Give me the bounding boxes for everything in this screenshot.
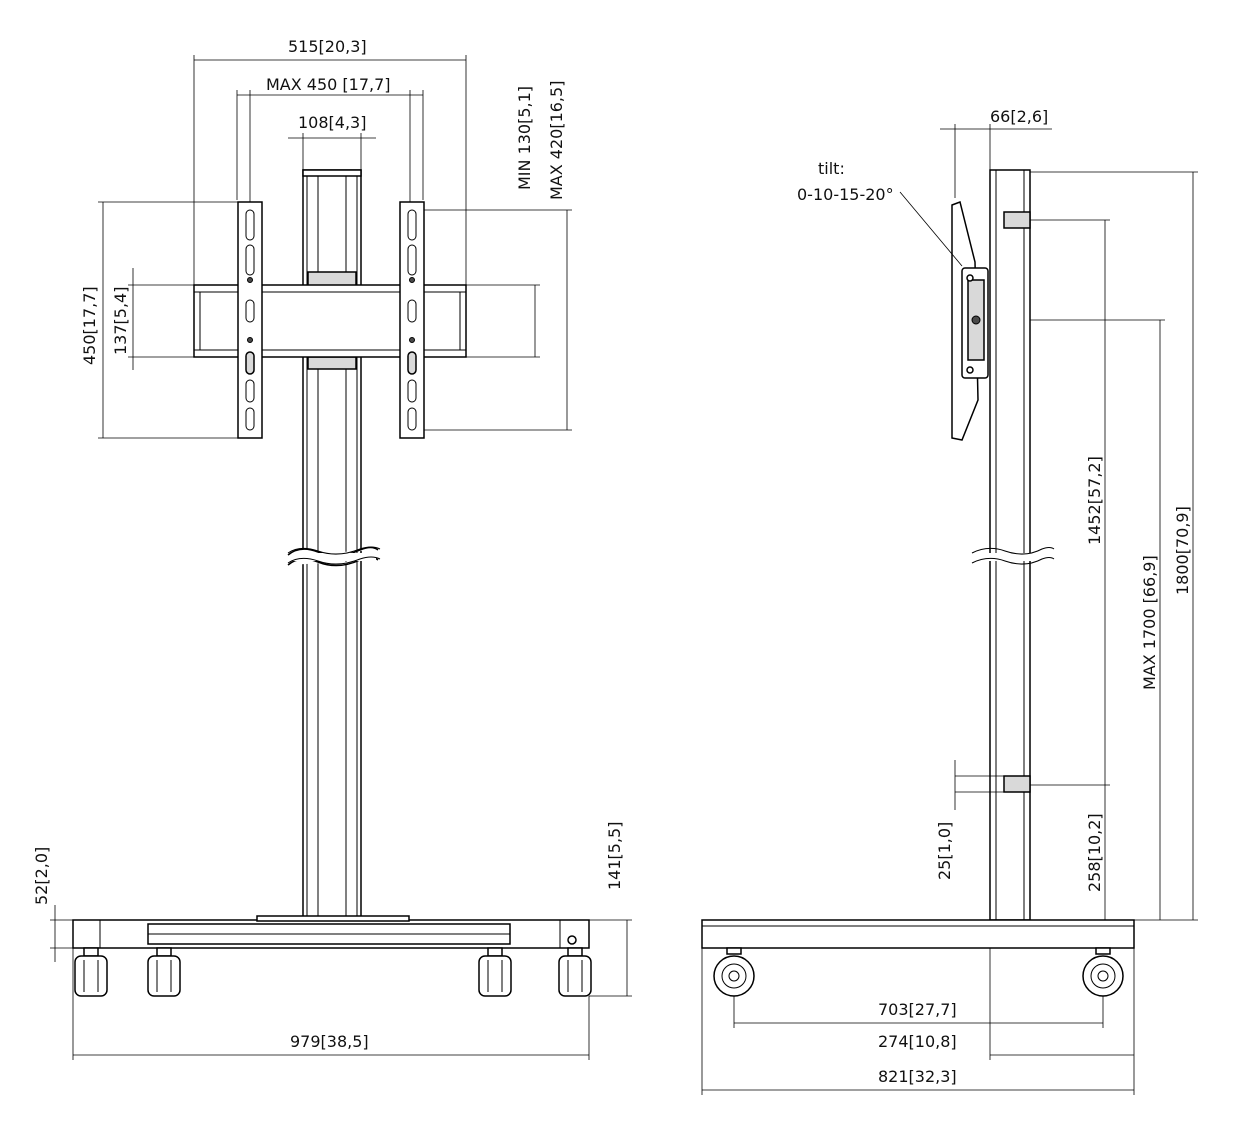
side-dimension-lines [701, 124, 1198, 1095]
front-right-bracket [399, 201, 425, 439]
label-450: 450[17,7] [80, 286, 99, 365]
label-979: 979[38,5] [290, 1032, 369, 1051]
label-1800: 1800[70,9] [1173, 506, 1192, 595]
label-max-1700: MAX 1700 [66,9] [1140, 555, 1159, 690]
front-caster-2 [147, 947, 181, 997]
side-column [971, 169, 1055, 921]
front-column [287, 169, 381, 921]
label-52: 52[2,0] [32, 847, 51, 905]
label-108: 108[4,3] [298, 113, 366, 132]
label-137: 137[5,4] [111, 287, 130, 355]
label-25: 25[1,0] [935, 822, 954, 880]
label-max-450: MAX 450 [17,7] [266, 75, 391, 94]
side-tilt-bracket [951, 201, 989, 441]
label-66: 66[2,6] [990, 107, 1048, 126]
side-view: 66[2,6] tilt: 0-10-15-20° 1452[57,2] MAX… [701, 107, 1198, 1095]
label-min-130: MIN 130[5,1] [515, 86, 534, 190]
front-caster-3 [478, 947, 512, 997]
front-base [72, 915, 590, 949]
front-view: 515[20,3] MAX 450 [17,7] 108[4,3] MAX 42… [32, 37, 632, 1060]
label-141: 141[5,5] [605, 822, 624, 890]
label-274: 274[10,8] [878, 1032, 957, 1051]
side-wheel-front [713, 955, 755, 997]
side-wheel-back [1082, 955, 1124, 997]
label-703: 703[27,7] [878, 1000, 957, 1019]
front-crossbar [193, 284, 467, 358]
label-tilt: tilt: [818, 159, 845, 178]
label-258: 258[10,2] [1085, 813, 1104, 892]
front-caster-4 [558, 947, 592, 997]
label-515: 515[20,3] [288, 37, 367, 56]
side-base [701, 919, 1135, 955]
label-1452: 1452[57,2] [1085, 456, 1104, 545]
front-caster-1 [74, 947, 108, 997]
front-left-bracket [237, 201, 263, 439]
label-max-420: MAX 420[16,5] [547, 81, 566, 200]
label-tilt-values: 0-10-15-20° [797, 185, 894, 204]
label-821: 821[32,3] [878, 1067, 957, 1086]
front-dimension-lines [50, 55, 632, 1060]
